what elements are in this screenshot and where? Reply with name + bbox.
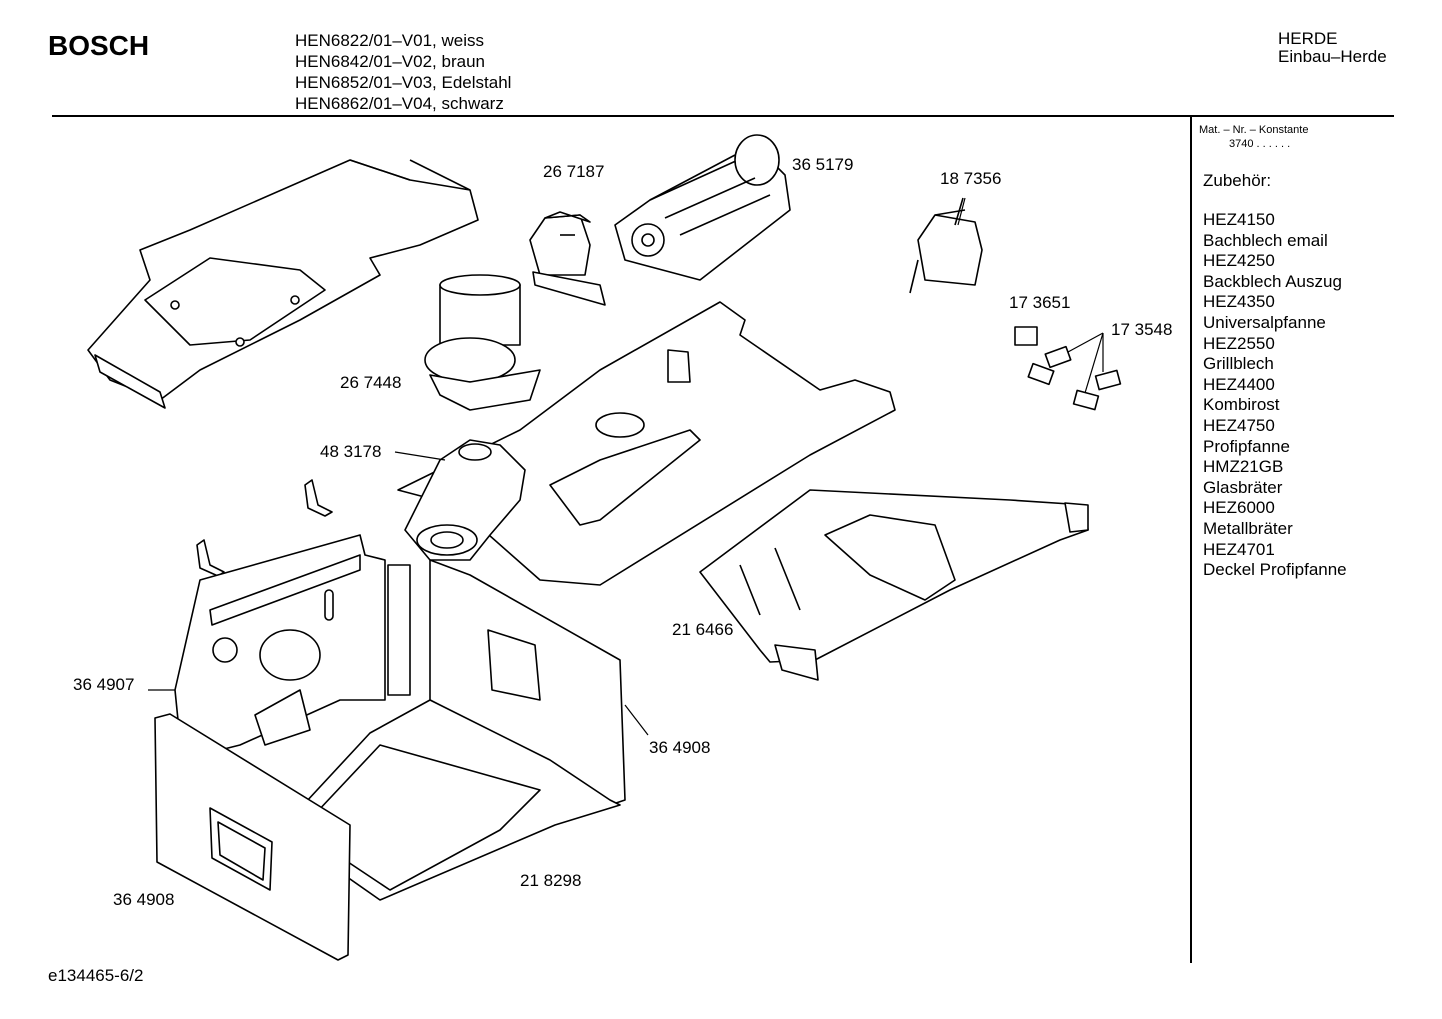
- accessories-title: Zubehör:: [1203, 171, 1272, 190]
- header-divider: [52, 115, 1394, 117]
- switches-part: [1014, 326, 1122, 411]
- document-id: e134465-6/2: [48, 966, 144, 985]
- material-number-block: Mat. – Nr. – Konstante 3740 . . . . . .: [1199, 123, 1308, 151]
- part-label: 36 5179: [792, 155, 854, 174]
- category-title: HERDE: [1278, 29, 1338, 48]
- model-item: HEN6852/01–V03, Edelstahl: [295, 73, 512, 92]
- material-number-value: 3740 . . . . . .: [1229, 138, 1291, 150]
- accessory-item: Deckel Profipfanne: [1203, 560, 1347, 580]
- part-label: 36 4908: [649, 738, 711, 757]
- model-item: HEN6842/01–V02, braun: [295, 52, 485, 71]
- part-label: 17 3548: [1111, 320, 1173, 339]
- model-item: HEN6862/01–V04, schwarz: [295, 94, 504, 113]
- accessory-item: HMZ21GB: [1203, 457, 1284, 477]
- part-label: 26 7448: [340, 373, 402, 392]
- accessory-item: Bachblech email: [1203, 230, 1328, 250]
- part-label: 17 3651: [1009, 293, 1071, 312]
- front-wall-part: [154, 713, 351, 961]
- sidebar-divider: [1190, 117, 1192, 963]
- model-item: HEN6822/01–V01, weiss: [295, 31, 485, 50]
- accessory-item: Grillblech: [1203, 354, 1274, 374]
- accessory-item: HEZ2550: [1203, 333, 1275, 353]
- transformer-part: [529, 211, 606, 306]
- accessory-item: HEZ4350: [1203, 292, 1275, 312]
- part-label: 48 3178: [320, 442, 382, 461]
- accessory-item: Universalpfanne: [1203, 312, 1326, 332]
- accessory-item: Kombirost: [1203, 395, 1280, 415]
- material-number-label: Mat. – Nr. – Konstante: [1199, 124, 1309, 136]
- fan-motor-part: [424, 274, 541, 411]
- part-label: 36 4907: [73, 675, 135, 694]
- accessory-item: HEZ4150: [1203, 210, 1275, 229]
- accessory-item: Glasbräter: [1203, 477, 1283, 497]
- part-label: 26 7187: [543, 162, 605, 181]
- category-subtitle: Einbau–Herde: [1278, 47, 1387, 66]
- accessory-item: Profipfanne: [1203, 436, 1290, 456]
- part-label: 18 7356: [940, 169, 1002, 188]
- tangential-fan-part: [614, 134, 791, 281]
- accessory-item: HEZ4400: [1203, 374, 1275, 394]
- accessory-item: Backblech Auszug: [1203, 271, 1342, 291]
- accessory-item: HEZ4250: [1203, 251, 1275, 271]
- rear-frame-part: [87, 159, 479, 409]
- air-guide-part: [404, 439, 526, 561]
- bottom-tray-part: [699, 489, 1089, 681]
- side-wall-part: [174, 534, 411, 751]
- accessory-item: HEZ4750: [1203, 415, 1275, 435]
- accessory-item: Metallbräter: [1203, 518, 1293, 538]
- leader-lines: [148, 197, 1104, 736]
- accessory-item: HEZ6000: [1203, 498, 1275, 518]
- accessories-list: HEZ4150 Bachblech email HEZ4250 Backblec…: [1203, 210, 1347, 581]
- right-wall-part: [429, 559, 626, 806]
- divider-plate-part: [397, 301, 896, 586]
- small-transformer-part: [909, 197, 983, 294]
- bracket-part: [196, 479, 333, 577]
- model-list: HEN6822/01–V01, weiss HEN6842/01–V02, br…: [295, 30, 511, 114]
- part-label: 36 4908: [113, 890, 175, 909]
- part-label: 21 6466: [672, 620, 734, 639]
- brand-logo: BOSCH: [48, 30, 150, 61]
- accessory-item: HEZ4701: [1203, 539, 1275, 559]
- category-block: HERDE Einbau–Herde: [1278, 30, 1387, 66]
- cavity-base-part: [279, 699, 621, 901]
- part-label: 21 8298: [520, 871, 582, 890]
